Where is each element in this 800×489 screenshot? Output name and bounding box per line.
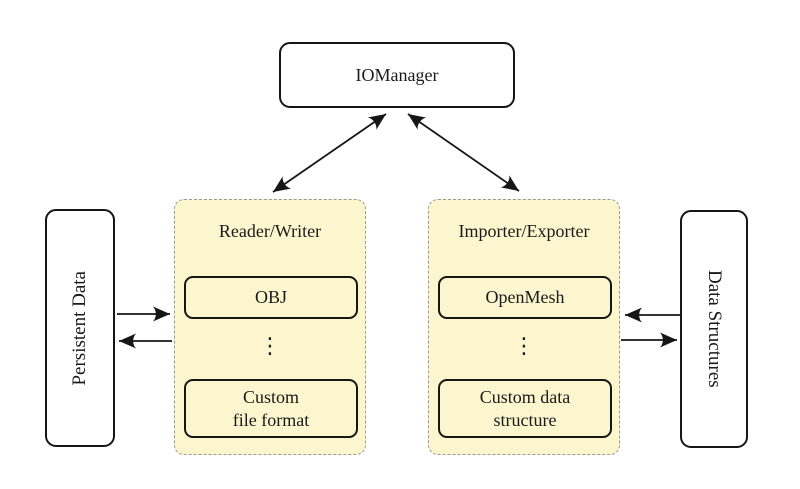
- custom-file-format-box: Custom file format: [184, 379, 358, 438]
- importer-exporter-group: Importer/Exporter OpenMesh ⋮ Custom data…: [428, 199, 620, 455]
- reader-writer-group: Reader/Writer OBJ ⋮ Custom file format: [174, 199, 366, 455]
- iomanager-box: IOManager: [279, 42, 515, 108]
- openmesh-box: OpenMesh: [438, 276, 612, 319]
- custom-data-structure-box: Custom data structure: [438, 379, 612, 438]
- data-structures-box: Data Structures: [680, 210, 748, 448]
- obj-box: OBJ: [184, 276, 358, 319]
- importer-exporter-title: Importer/Exporter: [458, 221, 590, 241]
- reader-writer-ellipsis: ⋮: [259, 334, 281, 359]
- arrow-iomanager-reader-writer: [272, 113, 387, 193]
- persistent-data-label: Persistent Data: [69, 270, 90, 386]
- reader-writer-title: Reader/Writer: [218, 221, 322, 241]
- importer-exporter-ellipsis: ⋮: [513, 334, 535, 359]
- arrow-iomanager-importer-exporter: [407, 113, 520, 192]
- persistent-data-box: Persistent Data: [45, 209, 115, 447]
- data-structures-label: Data Structures: [704, 270, 725, 388]
- iomanager-label: IOManager: [355, 64, 439, 85]
